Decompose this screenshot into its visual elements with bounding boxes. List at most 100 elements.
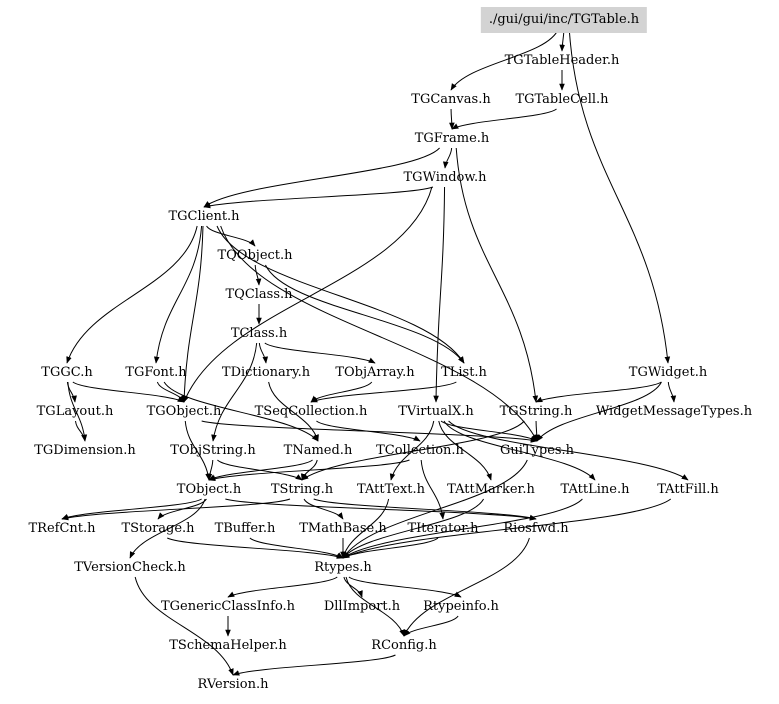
edge-tgframe-to-tgclient: [203, 147, 440, 208]
node-tgtableheader[interactable]: TGTableHeader.h: [504, 53, 620, 68]
edge-tnamed-to-tobject: [208, 459, 313, 481]
edge-tattmarker-to-rtypes: [342, 498, 485, 559]
edge-tvirtualx-to-tattfill: [448, 420, 689, 481]
node-tversioncheck[interactable]: TVersionCheck.h: [74, 560, 186, 575]
node-tgwindow[interactable]: TGWindow.h: [403, 170, 487, 185]
node-tattfill[interactable]: TAttFill.h: [657, 482, 719, 497]
node-tgwidget[interactable]: TGWidget.h: [628, 365, 708, 380]
node-tattmarker[interactable]: TAttMarker.h: [447, 482, 535, 497]
edge-tclass-to-tobjarray: [264, 342, 376, 364]
edge-tstorage-to-rtypes: [167, 537, 344, 559]
edge-tstring-to-tmathbase: [303, 498, 344, 520]
node-tcollection[interactable]: TCollection.h: [376, 443, 464, 458]
node-tobject[interactable]: TObject.h: [176, 482, 242, 497]
node-rversion[interactable]: RVersion.h: [197, 677, 269, 692]
node-riosfwd[interactable]: Riosfwd.h: [503, 521, 569, 536]
edge-tgfont-to-tnamed: [163, 381, 319, 442]
node-tstring[interactable]: TString.h: [270, 482, 334, 497]
edge-tseqcollection-to-tcollection: [316, 420, 421, 442]
node-rconfig[interactable]: RConfig.h: [371, 638, 437, 653]
edge-tobjstring-to-tstring: [217, 459, 303, 481]
node-tgtablecell[interactable]: TGTableCell.h: [515, 92, 609, 107]
node-rtypeinfo[interactable]: Rtypeinfo.h: [423, 599, 499, 614]
edge-tattline-to-rtypes: [342, 498, 583, 559]
node-tlist[interactable]: TList.h: [441, 365, 487, 380]
node-tqobject[interactable]: TQObject.h: [217, 248, 293, 263]
edge-tvirtualx-to-tattmarker: [438, 420, 492, 481]
edge-tgclient-to-guitypes: [220, 225, 538, 442]
node-tbuffer[interactable]: TBuffer.h: [214, 521, 276, 536]
node-tgdimension[interactable]: TGDimension.h: [34, 443, 136, 458]
node-tgobject[interactable]: TGObject.h: [146, 404, 222, 419]
node-tnamed[interactable]: TNamed.h: [283, 443, 353, 458]
edge-tbuffer-to-rtypes: [249, 537, 344, 559]
edge-tqobject-to-tlist: [264, 264, 465, 364]
edge-tattfill-to-rtypes: [342, 498, 672, 559]
edge-tgfont-to-tgobject: [156, 381, 185, 403]
edge-tvirtualx-to-guitypes: [440, 420, 538, 442]
edge-tstring-to-riosfwd: [313, 498, 537, 521]
node-tggc[interactable]: TGGC.h: [41, 365, 93, 380]
node-widgetmessagetypes[interactable]: WidgetMessageTypes.h: [595, 404, 753, 419]
edge-tgtablecell-to-tgframe: [451, 108, 557, 130]
edge-tggc-to-tgdimension: [67, 381, 88, 442]
edge-tgwindow-to-tvirtualx: [433, 186, 446, 403]
node-tmathbase[interactable]: TMathBase.h: [299, 521, 387, 536]
node-tatttext[interactable]: TAttText.h: [357, 482, 425, 497]
edge-rtypes-to-dllimport: [343, 576, 363, 598]
edge-tgclient-to-tlist: [216, 225, 465, 364]
edge-tobjstring-to-tobject: [206, 459, 214, 481]
edge-tgwidget-to-widgetmessagetypes: [667, 381, 677, 403]
node-tqclass[interactable]: TQClass.h: [225, 287, 293, 302]
edge-tatttext-to-rtypes: [341, 498, 390, 559]
edge-tclass-to-tobjstring: [211, 342, 258, 442]
edge-tgclient-to-tqobject: [206, 225, 256, 247]
node-titerator[interactable]: TIterator.h: [407, 521, 479, 536]
edge-tgstring-to-guitypes: [534, 420, 540, 442]
edge-tgclient-to-tgfont: [153, 225, 203, 364]
node-dllimport[interactable]: DllImport.h: [323, 599, 401, 614]
edge-tgclient-to-tgobject: [181, 225, 204, 403]
edge-tgwindow-to-tgclient: [203, 186, 434, 209]
edge-tggc-to-tgobject: [72, 381, 185, 403]
node-tattline[interactable]: TAttLine.h: [560, 482, 630, 497]
edge-tversioncheck-to-rversion: [134, 576, 234, 676]
node-tschemahelper[interactable]: TSchemaHelper.h: [169, 638, 287, 653]
edge-titerator-to-rtypes: [342, 537, 439, 559]
edge-tobject-to-tversioncheck: [129, 498, 206, 559]
node-tseqcollection[interactable]: TSeqCollection.h: [254, 404, 368, 419]
node-tglayout[interactable]: TGLayout.h: [36, 404, 114, 419]
node-tgtable: ./gui/gui/inc/TGTable.h: [480, 7, 648, 33]
node-tgfont[interactable]: TGFont.h: [125, 365, 187, 380]
node-tclass[interactable]: TClass.h: [230, 326, 288, 341]
node-tgclient[interactable]: TGClient.h: [168, 209, 240, 224]
edge-tgframe-to-tgwindow: [442, 147, 453, 169]
edge-tqobject-to-tqclass: [254, 264, 262, 286]
edge-tstring-to-trefcnt: [61, 498, 291, 521]
edge-tobject-to-riosfwd: [225, 498, 537, 521]
node-tstorage[interactable]: TStorage.h: [121, 521, 195, 536]
node-tobjarray[interactable]: TObjArray.h: [335, 365, 415, 380]
node-trefcnt[interactable]: TRefCnt.h: [28, 521, 96, 536]
node-tobjstring[interactable]: TObjString.h: [170, 443, 256, 458]
edge-rtypes-to-rconfig: [345, 576, 405, 637]
node-tgframe[interactable]: TGFrame.h: [414, 131, 490, 146]
node-tdictionary[interactable]: TDictionary.h: [221, 365, 311, 380]
edge-tobject-to-trefcnt: [61, 498, 202, 520]
node-tvirtualx[interactable]: TVirtualX.h: [398, 404, 474, 419]
node-guitypes[interactable]: GuiTypes.h: [499, 443, 575, 458]
edge-tvirtualx-to-tatttext: [389, 420, 435, 481]
edge-tglayout-to-tgdimension: [75, 420, 87, 442]
node-rtypes[interactable]: Rtypes.h: [314, 560, 372, 575]
node-tgstring[interactable]: TGString.h: [499, 404, 573, 419]
edge-tgstring-to-tstring: [301, 420, 525, 481]
edge-rtypeinfo-to-rconfig: [403, 615, 459, 637]
node-tgcanvas[interactable]: TGCanvas.h: [411, 92, 491, 107]
edge-rconfig-to-rversion: [232, 654, 396, 676]
edge-guitypes-to-rtypes: [342, 459, 528, 559]
edge-riosfwd-to-rconfig: [403, 537, 530, 637]
edge-rtypes-to-tgenericclassinfo: [227, 576, 338, 598]
node-tgenericclassinfo[interactable]: TGenericClassInfo.h: [160, 599, 296, 614]
